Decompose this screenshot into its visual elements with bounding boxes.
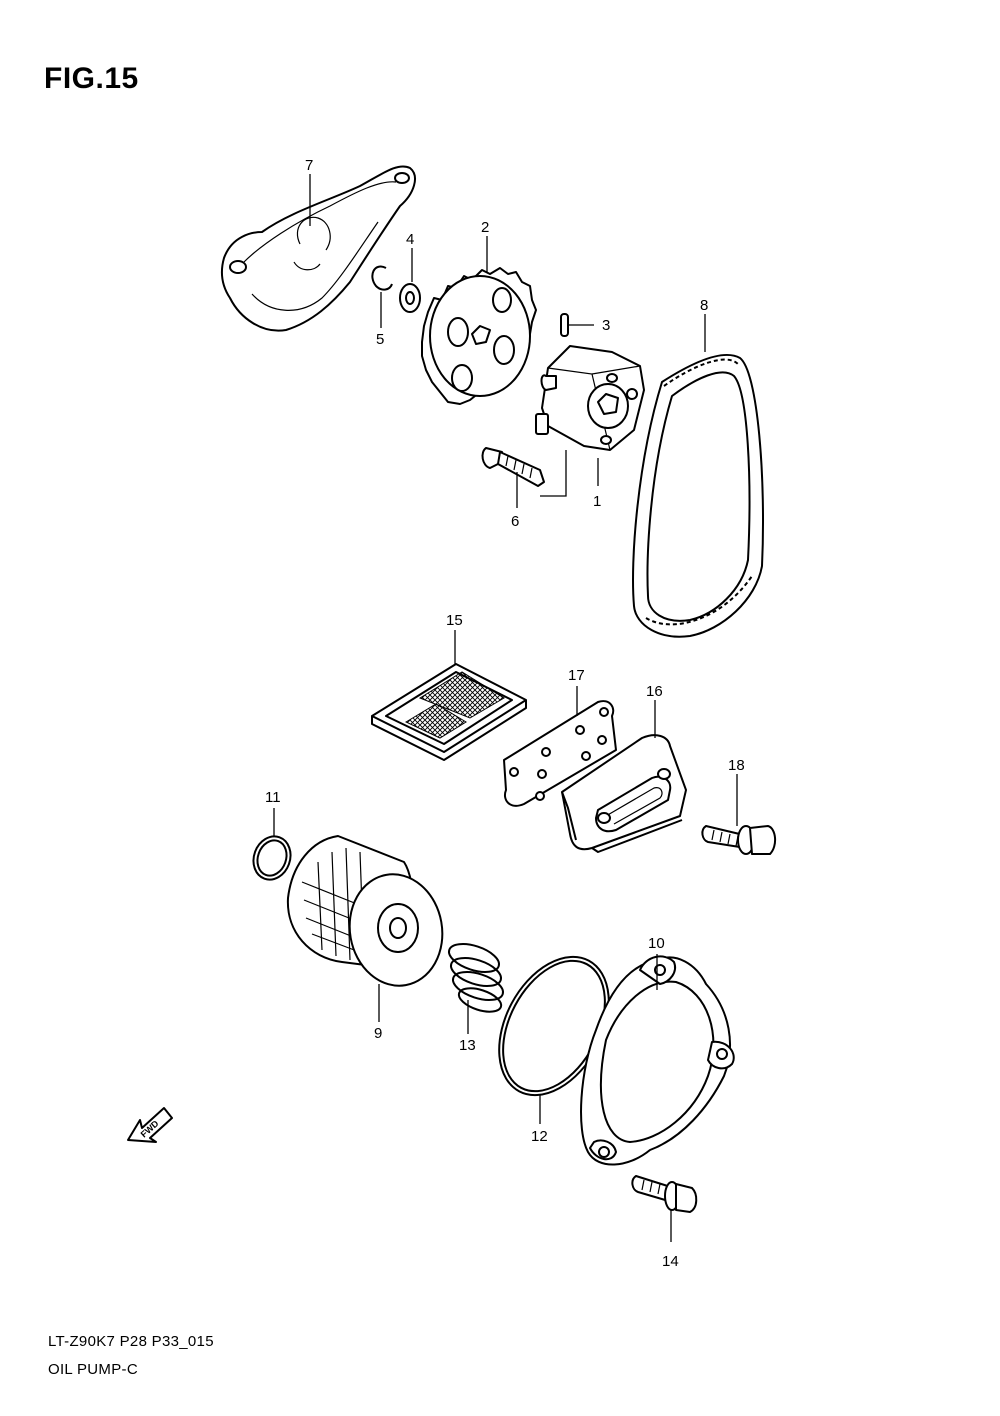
callout-10: 10 — [648, 935, 665, 952]
part-16-strainer-cap[interactable] — [561, 734, 687, 853]
callout-8: 8 — [700, 297, 708, 314]
part-6-screw[interactable] — [481, 447, 545, 487]
part-14-bolt[interactable] — [631, 1175, 698, 1213]
callout-1: 1 — [593, 493, 601, 510]
part-9-oil-filter[interactable] — [286, 835, 451, 993]
callout-11: 11 — [265, 789, 281, 806]
callout-4: 4 — [406, 231, 414, 248]
callout-15: 15 — [446, 612, 463, 629]
callout-7: 7 — [305, 157, 313, 174]
callout-18: 18 — [728, 757, 745, 774]
part-15-oil-strainer[interactable] — [371, 663, 527, 761]
part-13-spring[interactable] — [446, 939, 507, 1017]
part-2-driven-gear[interactable] — [421, 267, 537, 405]
part-3-pin[interactable] — [560, 313, 569, 337]
part-7-pump-cover[interactable] — [221, 165, 416, 332]
part-1-oil-pump-body[interactable] — [535, 345, 645, 451]
part-4-washer[interactable] — [399, 283, 421, 313]
callout-6: 6 — [511, 513, 519, 530]
callout-3: 3 — [602, 317, 610, 334]
figure-title: FIG.15 — [44, 62, 139, 95]
part-8-chain[interactable] — [632, 353, 764, 638]
callout-5: 5 — [376, 331, 384, 348]
part-17-gasket[interactable] — [503, 700, 617, 807]
model-code: LT-Z90K7 P28 P33_015 — [48, 1333, 214, 1350]
part-5-circlip[interactable] — [371, 265, 393, 291]
callout-2: 2 — [481, 219, 489, 236]
callout-14: 14 — [662, 1253, 679, 1270]
part-11-o-ring[interactable] — [248, 831, 297, 885]
part-10-filter-cap[interactable] — [580, 955, 735, 1166]
callout-16: 16 — [646, 683, 663, 700]
callout-17: 17 — [568, 667, 585, 684]
forward-direction-marker: FWD — [127, 1107, 173, 1143]
callout-9: 9 — [374, 1025, 382, 1042]
group-name: OIL PUMP-C — [48, 1361, 138, 1378]
callout-12: 12 — [531, 1128, 548, 1145]
callout-13: 13 — [459, 1037, 476, 1054]
part-18-flange-bolt[interactable] — [701, 825, 776, 855]
